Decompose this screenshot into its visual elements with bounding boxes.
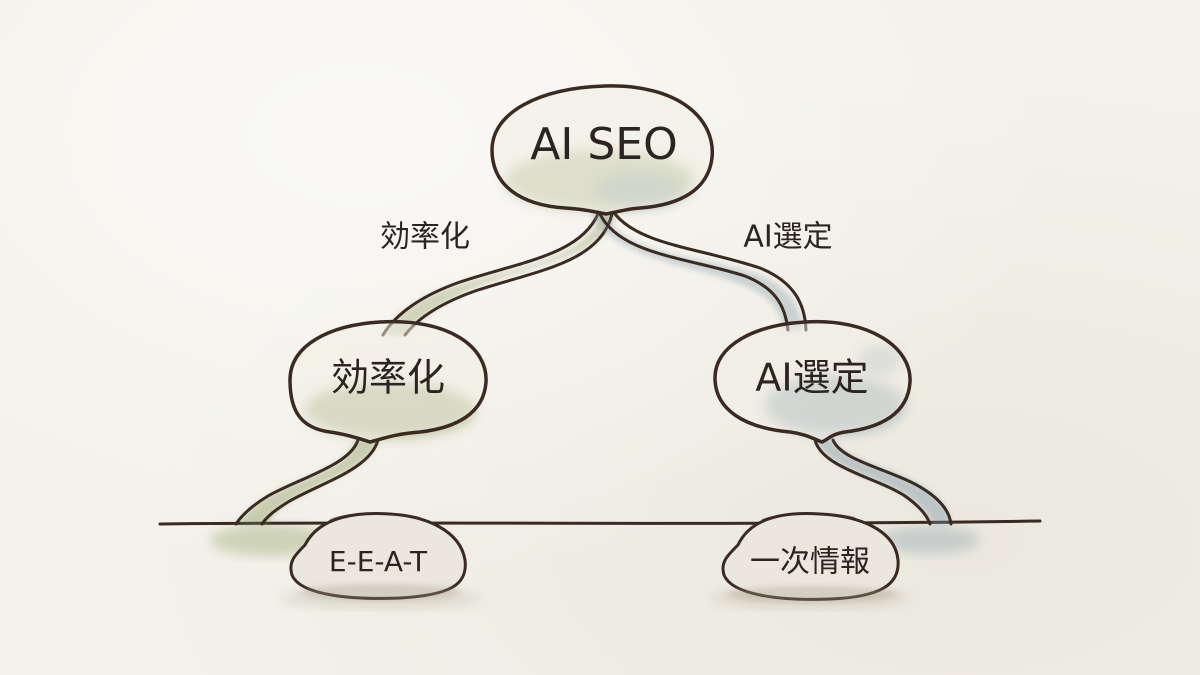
root-node: AI SEO bbox=[490, 84, 714, 216]
right-node: AI選定 bbox=[713, 319, 912, 444]
edge-label-left: 効率化 bbox=[380, 220, 470, 255]
left-foundation-rock: E-E-A-T bbox=[289, 512, 467, 600]
left-node-label: 効率化 bbox=[331, 356, 445, 400]
stem-root-to-left bbox=[381, 212, 618, 337]
right-foundation-rock: 一次情報 bbox=[721, 512, 900, 602]
root-node-label: AI SEO bbox=[530, 119, 677, 170]
left-foundation-label: E-E-A-T bbox=[329, 545, 428, 578]
stem-root-to-right bbox=[590, 212, 808, 332]
root-node-shape bbox=[490, 84, 714, 216]
edge-label-right: AI選定 bbox=[743, 220, 832, 255]
ground-line bbox=[158, 519, 1042, 526]
right-node-label: AI選定 bbox=[755, 356, 868, 400]
stem-right-to-ground bbox=[813, 438, 953, 526]
right-foundation-label: 一次情報 bbox=[750, 545, 870, 580]
left-node-shape bbox=[288, 319, 488, 444]
right-node-shape bbox=[713, 319, 912, 444]
left-node: 効率化 bbox=[288, 319, 488, 444]
stem-left-to-ground bbox=[234, 438, 380, 526]
